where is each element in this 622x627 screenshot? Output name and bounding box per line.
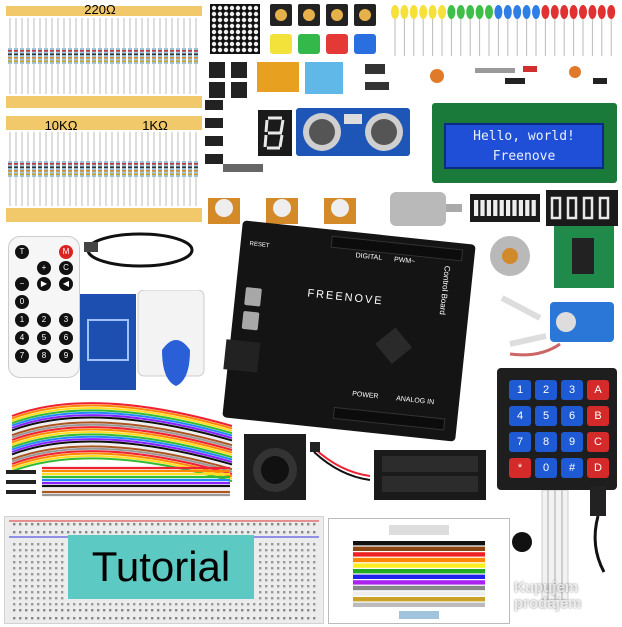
remote-button: 4 <box>15 331 29 345</box>
keypad-key: 1 <box>509 380 531 400</box>
resistor-label-10k: 10KΩ <box>44 118 78 133</box>
push-buttons <box>270 4 376 54</box>
keypad-key: 8 <box>535 432 557 452</box>
seven-segment-single <box>258 110 292 156</box>
keypad-key: 6 <box>561 406 583 426</box>
resistor-label-1k: 1KΩ <box>142 118 168 133</box>
battery-holder <box>374 450 486 500</box>
resistor-strip-mid-a <box>6 116 202 130</box>
led-bar-graph <box>470 194 540 222</box>
remote-button: − <box>15 277 29 291</box>
resistor-strip-bottom <box>6 208 202 222</box>
capacitor-1 <box>244 286 262 307</box>
remote-button: 1 <box>15 313 29 327</box>
keypad-key: B <box>587 406 609 426</box>
remote-button: M <box>59 245 73 259</box>
rfid-module <box>80 290 205 390</box>
lcd-module: Hello, world! Freenove <box>432 103 617 183</box>
control-board: FREENOVE Control Board DIGITAL PWM~ RESE… <box>222 220 476 442</box>
keypad-key: 4 <box>509 406 531 426</box>
ultrasonic-sensor <box>296 108 410 156</box>
analog-header <box>332 406 446 431</box>
remote-button: 8 <box>37 349 51 363</box>
remote-button: 7 <box>15 349 29 363</box>
small-components <box>209 62 607 98</box>
resistor-label-220: 220Ω <box>84 2 116 17</box>
watermark-line-1: Kupujem <box>514 579 579 596</box>
seven-segment-four-digit <box>546 190 618 226</box>
keypad-key: A <box>587 380 609 400</box>
servo-motor <box>500 295 614 357</box>
remote-button: 2 <box>37 313 51 327</box>
resistor-bundles <box>8 18 198 206</box>
keypad-key: D <box>587 458 609 478</box>
remote-button: T <box>15 245 29 259</box>
remote-button: 0 <box>15 295 29 309</box>
watermark: Kupujem prodajem <box>514 580 582 612</box>
stepper-driver <box>554 226 614 288</box>
stepper-motor <box>490 236 530 276</box>
potentiometers <box>208 198 356 224</box>
keypad-key: 9 <box>561 432 583 452</box>
buzzer <box>512 532 532 552</box>
header-pins-and-chips <box>205 100 263 172</box>
resistor-strip-top-a <box>6 6 202 16</box>
tutorial-text: Tutorial <box>91 543 231 590</box>
remote-button: C <box>59 261 73 275</box>
lcd-line-2: Freenove <box>492 149 556 164</box>
mcu-chip <box>375 327 412 365</box>
board-reset-label: RESET <box>249 241 270 250</box>
remote-button: ◀ <box>59 277 73 291</box>
watermark-line-2: prodajem <box>514 595 582 612</box>
led-matrix <box>210 4 260 54</box>
keypad-key: # <box>561 458 583 478</box>
keypad-key: C <box>587 432 609 452</box>
dc-jack <box>223 339 261 373</box>
keypad-key: 2 <box>535 380 557 400</box>
remote-button: 9 <box>59 349 73 363</box>
usb-cable <box>84 232 194 268</box>
resistor-strip-top-b <box>6 96 202 108</box>
lcd-screen: Hello, world! Freenove <box>444 123 604 169</box>
remote-button: 5 <box>37 331 51 345</box>
keypad-key: * <box>509 458 531 478</box>
keypad-key: 3 <box>561 380 583 400</box>
keypad-key: 0 <box>535 458 557 478</box>
joystick-module <box>244 434 306 500</box>
keypad-ribbon <box>541 490 569 600</box>
dc-motor <box>390 192 462 226</box>
remote-button: 6 <box>59 331 73 345</box>
led-row <box>391 5 616 56</box>
resistor-color-code-card <box>328 518 510 624</box>
board-name: Control Board <box>437 265 452 316</box>
jumper-wires <box>6 402 233 497</box>
keypad-key: 5 <box>535 406 557 426</box>
tutorial-label: Tutorial <box>68 535 254 599</box>
remote-button: + <box>37 261 51 275</box>
capacitor-2 <box>241 310 260 331</box>
board-analog-label: ANALOG IN <box>395 395 435 407</box>
remote-button: ▶ <box>37 277 51 291</box>
board-power-label: POWER <box>351 390 379 401</box>
board-pwm-label: PWM~ <box>393 256 416 266</box>
dc-power-plug <box>590 486 606 573</box>
keypad-key: 7 <box>509 432 531 452</box>
remote-button: 3 <box>59 313 73 327</box>
battery-clip-cable <box>310 442 371 481</box>
board-brand: FREENOVE <box>306 287 385 308</box>
lcd-line-1: Hello, world! <box>473 129 575 144</box>
